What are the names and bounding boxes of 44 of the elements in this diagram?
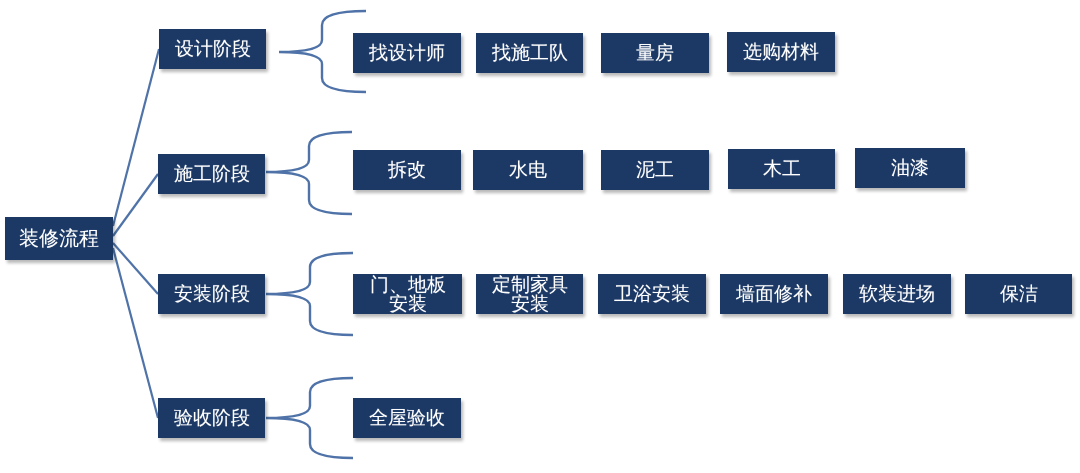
task-box — [473, 150, 583, 190]
task-label: 选购材料 — [743, 42, 819, 62]
task-label: 油漆 — [891, 158, 929, 178]
task-box — [353, 150, 461, 190]
task-box — [601, 33, 709, 73]
task-box — [855, 148, 965, 188]
stage-label: 安装阶段 — [173, 284, 250, 304]
task-box — [843, 274, 951, 314]
task-label: 水电 — [509, 160, 547, 180]
task-box — [353, 274, 462, 314]
task-label: 门、地板安装 — [368, 274, 447, 314]
stage-box — [158, 398, 265, 438]
task-label: 墙面修补 — [736, 284, 812, 304]
stage-label: 设计阶段 — [174, 39, 251, 59]
task-label: 找施工队 — [491, 43, 568, 63]
task-label: 卫浴安装 — [614, 284, 690, 304]
task-box — [353, 33, 461, 73]
stage-box — [158, 154, 265, 194]
task-label: 量房 — [636, 43, 674, 63]
task-label: 木工 — [762, 159, 801, 179]
task-label: 保洁 — [999, 284, 1038, 304]
task-box — [476, 33, 583, 73]
stage-label: 施工阶段 — [173, 164, 250, 184]
task-label: 全屋验收 — [369, 408, 445, 428]
stage-label: 验收阶段 — [173, 408, 250, 428]
root-box — [5, 217, 113, 260]
task-box — [965, 274, 1072, 314]
stage-box — [159, 29, 266, 69]
task-label: 定制家具安装 — [490, 274, 569, 314]
stage-box — [158, 274, 265, 314]
root-label: 装修流程 — [19, 228, 99, 249]
task-box — [728, 149, 835, 189]
task-label: 找设计师 — [369, 43, 445, 63]
task-box — [727, 32, 835, 72]
connector-line — [112, 242, 159, 295]
connector-line — [112, 173, 159, 237]
task-box — [598, 274, 706, 314]
task-box — [353, 398, 461, 438]
task-box — [720, 274, 828, 314]
task-label: 软装进场 — [859, 284, 935, 304]
task-label: 泥工 — [636, 160, 674, 180]
task-box — [476, 274, 583, 314]
task-label: 拆改 — [388, 160, 426, 180]
task-box — [601, 150, 709, 190]
